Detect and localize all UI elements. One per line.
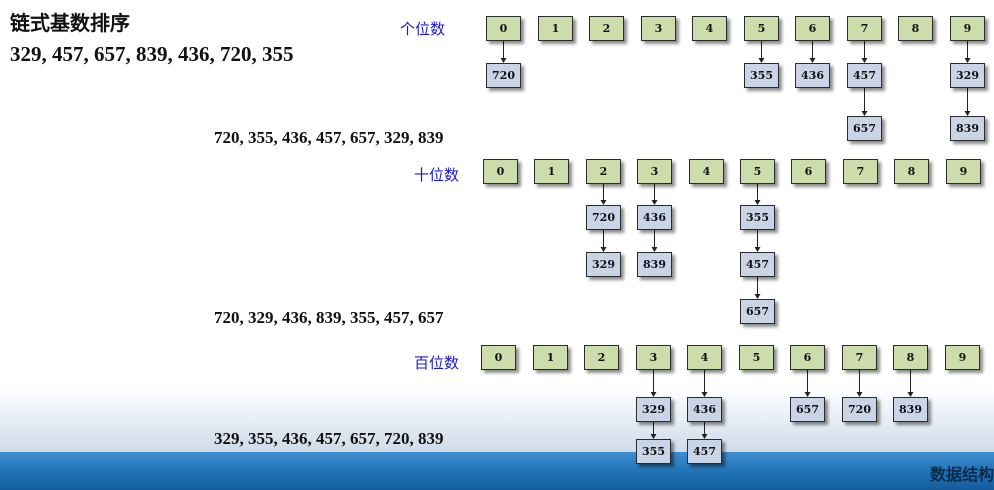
pass-1-bucket-0-node-0: 720: [486, 63, 521, 88]
pass-3-bucket-3: 3: [636, 345, 671, 370]
pass-2-bucket-8: 8: [894, 159, 929, 184]
pass-2-bucket-3-node-0: 436: [637, 205, 672, 230]
pass-1-bucket-2: 2: [589, 16, 624, 41]
pass-1-bucket-4: 4: [692, 16, 727, 41]
pass-1-bucket-5-node-0: 355: [744, 63, 779, 88]
pass-2-bucket-5-node-2: 657: [740, 299, 775, 324]
pass-2-bucket-3: 3: [637, 159, 672, 184]
pass-2-bucket-7: 7: [843, 159, 878, 184]
pass-2-bucket-3-node-1: 839: [637, 252, 672, 277]
pass-3-bucket-7-node-0: 720: [842, 397, 877, 422]
pass-3-bucket-5: 5: [739, 345, 774, 370]
pass-3-bucket-6: 6: [790, 345, 825, 370]
pass-2-bucket-5: 5: [740, 159, 775, 184]
pass-2-bucket-2: 2: [586, 159, 621, 184]
pass-1-bucket-8: 8: [898, 16, 933, 41]
pass-2-bucket-4: 4: [689, 159, 724, 184]
pass-2-bucket-2-node-1: 329: [586, 252, 621, 277]
pass-2-bucket-2-node-0: 720: [586, 205, 621, 230]
pass-3-bucket-4-node-0: 436: [687, 397, 722, 422]
pass-1-bucket-6-node-0: 436: [795, 63, 830, 88]
pass-3-bucket-1: 1: [533, 345, 568, 370]
pass-1-bucket-5: 5: [744, 16, 779, 41]
pass-1-bucket-0: 0: [486, 16, 521, 41]
pass-2-bucket-1: 1: [534, 159, 569, 184]
pass-3-bucket-4-node-1: 457: [687, 439, 722, 464]
slide-title: 链式基数排序: [10, 11, 130, 35]
pass-3-bucket-4: 4: [687, 345, 722, 370]
pass-2-result: 720, 329, 436, 839, 355, 457, 657: [214, 308, 444, 327]
pass-3-bucket-7: 7: [842, 345, 877, 370]
pass-1-bucket-1: 1: [538, 16, 573, 41]
pass-2-bucket-6: 6: [791, 159, 826, 184]
pass-2-bucket-0: 0: [483, 159, 518, 184]
pass-3-bucket-8-node-0: 839: [893, 397, 928, 422]
pass-2-bucket-5-node-0: 355: [740, 205, 775, 230]
pass-1-bucket-6: 6: [795, 16, 830, 41]
pass-1-bucket-3: 3: [641, 16, 676, 41]
initial-sequence: 329, 457, 657, 839, 436, 720, 355: [10, 42, 294, 66]
pass-3-label: 百位数: [414, 354, 460, 372]
pass-3-bucket-8: 8: [893, 345, 928, 370]
pass-3-bucket-3-node-0: 329: [636, 397, 671, 422]
pass-3-bucket-6-node-0: 657: [790, 397, 825, 422]
pass-1-bucket-7-node-1: 657: [847, 116, 882, 141]
pass-1-result: 720, 355, 436, 457, 657, 329, 839: [214, 128, 444, 147]
pass-2-bucket-9: 9: [946, 159, 981, 184]
pass-2-bucket-5-node-1: 457: [740, 252, 775, 277]
pass-1-bucket-9-node-0: 329: [950, 63, 985, 88]
pass-3-result: 329, 355, 436, 457, 657, 720, 839: [214, 429, 444, 448]
pass-1-bucket-7: 7: [847, 16, 882, 41]
pass-1-bucket-9-node-1: 839: [950, 116, 985, 141]
pass-3-bucket-9: 9: [945, 345, 980, 370]
pass-2-label: 十位数: [414, 166, 460, 184]
footer-course-title: 数据结构: [929, 465, 994, 484]
pass-3-bucket-0: 0: [481, 345, 516, 370]
pass-1-label: 个位数: [400, 20, 446, 38]
pass-3-bucket-2: 2: [584, 345, 619, 370]
pass-1-bucket-9: 9: [950, 16, 985, 41]
pass-1-bucket-7-node-0: 457: [847, 63, 882, 88]
pass-3-bucket-3-node-1: 355: [636, 439, 671, 464]
footer-band-light: [0, 388, 994, 452]
footer-band: [0, 452, 994, 490]
